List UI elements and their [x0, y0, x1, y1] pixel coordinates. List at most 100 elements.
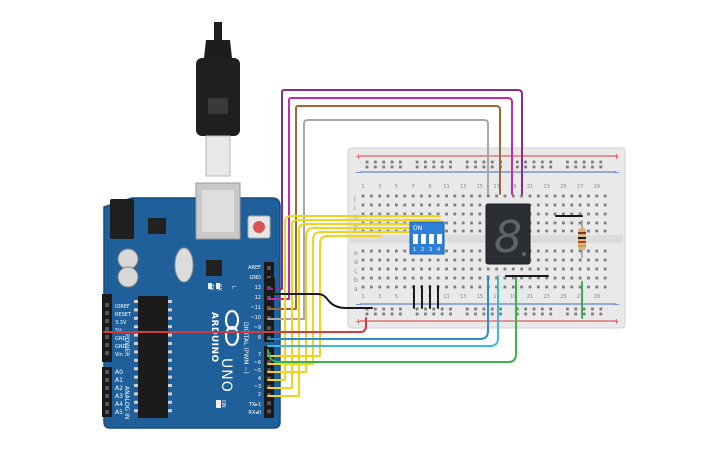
breadboard-hole[interactable]: [536, 203, 540, 207]
breadboard-hole[interactable]: [603, 276, 607, 280]
breadboard-hole[interactable]: [420, 276, 423, 280]
seven-segment-display[interactable]: 8: [485, 203, 531, 265]
breadboard-hole[interactable]: [445, 229, 448, 233]
rail-hole[interactable]: [382, 312, 386, 316]
breadboard-hole[interactable]: [461, 229, 465, 233]
wire-blue[interactable]: [267, 275, 489, 340]
header-pin[interactable]: [105, 394, 109, 398]
rail-hole[interactable]: [524, 165, 528, 169]
breadboard-hole[interactable]: [453, 267, 457, 271]
rail-hole[interactable]: [549, 307, 553, 311]
breadboard-hole[interactable]: [361, 249, 365, 253]
breadboard-hole[interactable]: [411, 194, 415, 198]
breadboard-hole[interactable]: [445, 258, 448, 262]
rail-hole[interactable]: [390, 165, 394, 169]
breadboard-hole[interactable]: [570, 267, 574, 271]
breadboard-hole[interactable]: [378, 267, 382, 271]
rail-hole[interactable]: [424, 307, 427, 311]
rail-hole[interactable]: [390, 312, 394, 316]
breadboard-hole[interactable]: [570, 229, 574, 233]
header-pin[interactable]: [105, 386, 109, 390]
breadboard-hole[interactable]: [428, 203, 432, 207]
breadboard-hole[interactable]: [553, 229, 557, 233]
wire-yellow[interactable]: [267, 231, 441, 365]
header-pin[interactable]: [105, 311, 109, 315]
wire-yellow[interactable]: [267, 235, 381, 357]
breadboard-hole[interactable]: [545, 229, 549, 233]
breadboard-hole[interactable]: [411, 203, 415, 207]
breadboard-hole[interactable]: [478, 212, 482, 216]
breadboard-hole[interactable]: [536, 258, 540, 262]
rail-hole[interactable]: [566, 165, 569, 169]
breadboard-hole[interactable]: [361, 285, 365, 289]
breadboard-hole[interactable]: [603, 229, 607, 233]
rail-hole[interactable]: [549, 312, 553, 316]
rail-hole[interactable]: [382, 160, 386, 164]
rail-hole[interactable]: [549, 165, 553, 169]
breadboard-hole[interactable]: [587, 249, 590, 253]
breadboard-hole[interactable]: [587, 221, 590, 225]
rail-hole[interactable]: [499, 307, 502, 311]
rail-hole[interactable]: [549, 160, 553, 164]
rail-hole[interactable]: [415, 160, 419, 164]
rail-hole[interactable]: [599, 165, 603, 169]
dip-toggle[interactable]: [421, 234, 426, 244]
breadboard-hole[interactable]: [545, 212, 549, 216]
breadboard-hole[interactable]: [545, 194, 549, 198]
rail-hole[interactable]: [382, 307, 386, 311]
breadboard-hole[interactable]: [470, 276, 473, 280]
breadboard-hole[interactable]: [436, 203, 440, 207]
breadboard-hole[interactable]: [595, 229, 599, 233]
wire-yellow[interactable]: [267, 227, 441, 373]
breadboard-hole[interactable]: [395, 258, 398, 262]
header-pin[interactable]: [105, 319, 109, 323]
rail-hole[interactable]: [474, 165, 477, 169]
breadboard-hole[interactable]: [445, 212, 448, 216]
breadboard-hole[interactable]: [428, 194, 432, 198]
breadboard-hole[interactable]: [503, 267, 507, 271]
breadboard-hole[interactable]: [495, 276, 498, 280]
rail-hole[interactable]: [599, 160, 603, 164]
breadboard-hole[interactable]: [570, 203, 574, 207]
breadboard-hole[interactable]: [453, 221, 457, 225]
breadboard-hole[interactable]: [503, 194, 507, 198]
rail-hole[interactable]: [591, 160, 594, 164]
breadboard-hole[interactable]: [536, 221, 540, 225]
breadboard-hole[interactable]: [553, 249, 557, 253]
rail-hole[interactable]: [449, 312, 452, 316]
wire-red[interactable]: [103, 317, 367, 333]
rail-hole[interactable]: [399, 312, 402, 316]
breadboard-hole[interactable]: [562, 258, 565, 262]
breadboard-hole[interactable]: [378, 276, 382, 280]
breadboard-hole[interactable]: [595, 203, 599, 207]
breadboard-hole[interactable]: [395, 285, 398, 289]
breadboard-hole[interactable]: [445, 249, 448, 253]
breadboard-hole[interactable]: [420, 194, 423, 198]
breadboard-hole[interactable]: [461, 203, 465, 207]
breadboard-hole[interactable]: [603, 249, 607, 253]
rail-hole[interactable]: [490, 165, 494, 169]
breadboard-hole[interactable]: [587, 203, 590, 207]
rail-hole[interactable]: [591, 165, 594, 169]
header-pin[interactable]: [267, 409, 271, 414]
breadboard-hole[interactable]: [369, 258, 373, 262]
breadboard-hole[interactable]: [403, 267, 407, 271]
rail-hole[interactable]: [399, 307, 402, 311]
rail-hole[interactable]: [449, 165, 452, 169]
header-pin[interactable]: [105, 402, 109, 406]
wire-yellow[interactable]: [267, 219, 441, 389]
breadboard-hole[interactable]: [562, 203, 565, 207]
breadboard-hole[interactable]: [562, 267, 565, 271]
wire-magenta[interactable]: [267, 97, 513, 300]
breadboard-hole[interactable]: [378, 249, 382, 253]
rail-hole[interactable]: [524, 160, 528, 164]
breadboard-hole[interactable]: [562, 212, 565, 216]
breadboard-hole[interactable]: [470, 212, 473, 216]
dip-toggle[interactable]: [429, 234, 434, 244]
header-pin[interactable]: [267, 384, 271, 389]
breadboard-hole[interactable]: [536, 212, 540, 216]
rail-hole[interactable]: [424, 312, 427, 316]
breadboard-hole[interactable]: [395, 276, 398, 280]
rail-hole[interactable]: [373, 165, 377, 169]
rail-hole[interactable]: [449, 307, 452, 311]
